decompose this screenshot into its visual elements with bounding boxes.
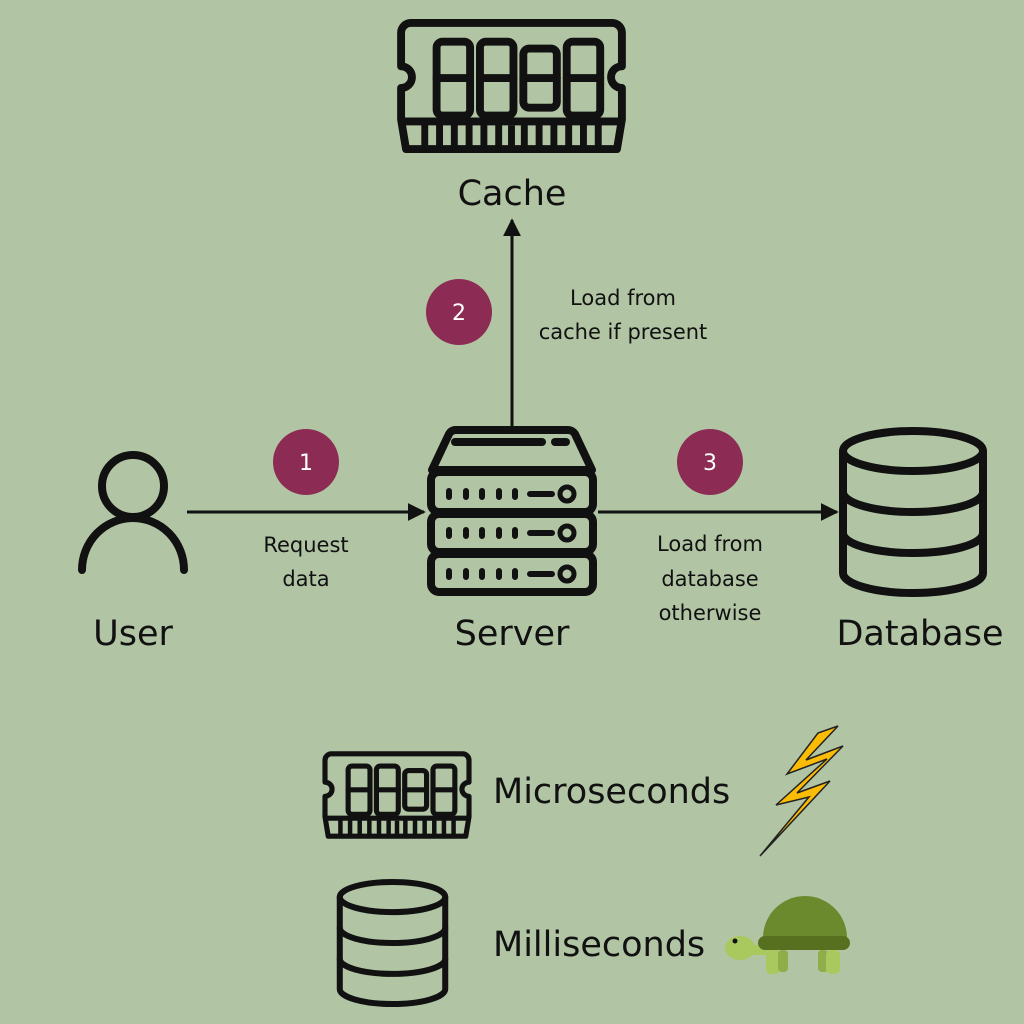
- legend-slow-label: Milliseconds: [493, 925, 705, 965]
- step-3: 3 Load from database otherwise: [657, 429, 763, 625]
- lightning-icon: [759, 725, 844, 857]
- step-number: 2: [452, 301, 466, 326]
- cache-node: Cache: [401, 23, 622, 214]
- step-number: 3: [703, 451, 717, 476]
- step-label: database: [661, 567, 758, 591]
- step-2: 2 Load from cache if present: [426, 279, 707, 345]
- step-badge: [677, 429, 743, 495]
- step-badge: [426, 279, 492, 345]
- server-label: Server: [455, 614, 570, 654]
- step-label: otherwise: [659, 601, 762, 625]
- step-badge: [273, 429, 339, 495]
- database-label: Database: [836, 614, 1003, 654]
- server-node: Server: [427, 426, 597, 654]
- step-label: Load from: [570, 286, 676, 310]
- user-node: User: [78, 451, 188, 654]
- legend-fast: Microseconds: [325, 725, 844, 857]
- legend-slow: Milliseconds: [340, 882, 850, 1004]
- turtle-icon: [725, 896, 850, 974]
- cache-label: Cache: [458, 174, 567, 214]
- database-node: Database: [836, 431, 1004, 654]
- legend-fast-label: Microseconds: [493, 772, 730, 812]
- step-label: cache if present: [539, 320, 708, 344]
- user-label: User: [93, 614, 173, 654]
- server-icon: [427, 426, 597, 596]
- step-label: Load from: [657, 532, 763, 556]
- step-label: Request: [263, 533, 348, 557]
- step-label: data: [282, 567, 329, 591]
- user-icon: [78, 451, 188, 574]
- step-number: 1: [299, 451, 313, 476]
- step-1: 1 Request data: [263, 429, 349, 591]
